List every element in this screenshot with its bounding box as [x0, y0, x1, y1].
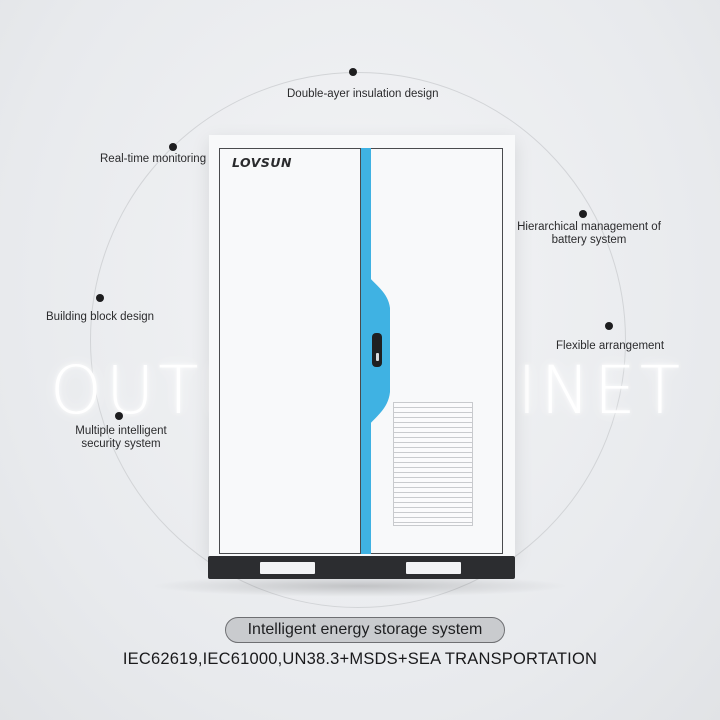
feature-label-hierarchical-line1: Hierarchical management of	[517, 221, 661, 233]
door-handle-icon	[372, 333, 382, 367]
feature-ring	[90, 72, 626, 608]
handle-lock-icon	[376, 353, 379, 361]
feature-label-flexible: Flexible arrangement	[556, 340, 665, 352]
feature-dot-icon	[605, 322, 613, 330]
feature-label-hierarchical: Hierarchical management of battery syste…	[516, 221, 662, 247]
feature-dot-icon	[349, 68, 357, 76]
forklift-slot	[260, 562, 315, 574]
feature-dot-icon	[169, 143, 177, 151]
forklift-slot	[406, 562, 461, 574]
feature-label-security-line2: security system	[81, 438, 161, 450]
feature-label-security-line1: Multiple intelligent	[75, 425, 167, 437]
certification-text: IEC62619,IEC61000,UN38.3+MSDS+SEA TRANSP…	[122, 650, 598, 668]
vent-grille	[393, 402, 473, 526]
feature-dot-icon	[96, 294, 104, 302]
feature-dot-icon	[115, 412, 123, 420]
cabinet-base	[208, 556, 515, 579]
product-title-badge: Intelligent energy storage system	[225, 617, 505, 643]
cabinet-shadow	[150, 575, 570, 597]
brand-logo: LOVSUN	[232, 155, 292, 170]
feature-label-monitoring: Real-time monitoring	[100, 153, 207, 165]
feature-label-insulation: Double-ayer insulation design	[287, 88, 439, 100]
feature-label-building-block: Building block design	[46, 311, 155, 323]
door-split-line	[360, 148, 362, 554]
feature-label-hierarchical-line2: battery system	[551, 234, 627, 246]
feature-dot-icon	[579, 210, 587, 218]
feature-label-security: Multiple intelligent security system	[66, 425, 176, 451]
